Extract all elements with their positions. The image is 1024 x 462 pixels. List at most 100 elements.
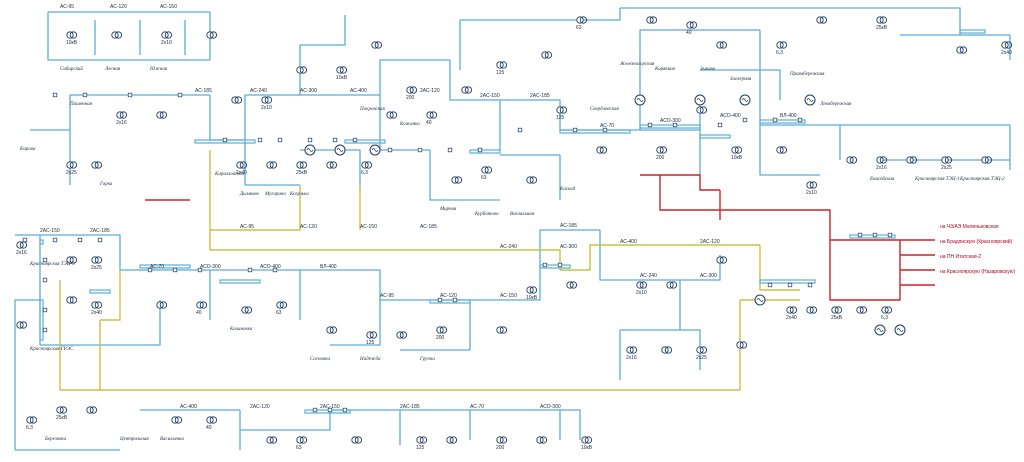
line-label-10-38: 2АС-185: [400, 404, 420, 410]
busbar-13: [344, 139, 386, 144]
transformer-29: [941, 156, 953, 164]
line-220kv-4: [560, 244, 760, 271]
lines-110kv-layer: [14, 7, 1011, 451]
rating-label-67: 10кВ: [526, 295, 538, 301]
transformer-53-winding-2: [94, 301, 103, 309]
substation-mirnaya: Мирная: [439, 207, 457, 212]
busbar-4: [759, 119, 806, 124]
breaker-23: [797, 117, 803, 123]
line-500kv-4: [659, 175, 831, 240]
lines-500kv-layer: [145, 174, 935, 301]
transformer-67-winding-2: [529, 286, 538, 294]
generator-3-wave: [371, 148, 379, 152]
transformer-54: [16, 321, 28, 329]
transformer-34: [816, 16, 828, 24]
transformer-51-winding-2: [94, 256, 103, 264]
transformer-78-winding-2: [859, 306, 868, 314]
breaker-41: [767, 282, 773, 288]
line-label-2-2: АС-120: [110, 4, 127, 10]
busbar-17: [959, 29, 986, 34]
generator-7-wave: [806, 98, 814, 102]
rating-label-75: 2х40: [786, 315, 797, 321]
line-label-9-9: 2АС-150: [480, 93, 500, 99]
busbar-16: [699, 134, 731, 139]
transformer-43: [406, 86, 418, 94]
generator-6-wave: [741, 98, 749, 102]
transformer-73: [696, 346, 708, 354]
rating-label-57: 6,3: [26, 425, 33, 431]
substation-levoberezh: Левобережная: [819, 102, 852, 107]
transformer-78: [856, 306, 868, 314]
line-110kv-24: [840, 124, 1011, 170]
breaker-27: [97, 237, 103, 243]
transformer-49: [16, 241, 28, 249]
substation-kozhanka: Кожанка: [399, 122, 420, 127]
breaker-24: [22, 237, 28, 243]
rating-label-21: 200: [656, 155, 665, 161]
transformer-1: [66, 31, 78, 39]
substation-dimbovo: Дымково: [239, 192, 260, 197]
transformer-16: [451, 176, 463, 184]
transformer-60-winding-2: [244, 306, 253, 314]
breaker-4: [177, 92, 183, 98]
line-label-9-23: 2АС-150: [40, 228, 60, 234]
busbar-12: [139, 264, 191, 269]
breaker-39: [542, 262, 548, 268]
rating-label-27: 2х16: [876, 165, 887, 171]
line-label-1-15: АС-95: [240, 224, 254, 230]
breaker-48: [327, 407, 333, 413]
line-500kv-1: [640, 174, 720, 191]
breaker-35: [247, 267, 253, 273]
transformer-66: [496, 326, 508, 334]
transformer-86-winding-2: [449, 436, 458, 444]
breaker-15: [517, 127, 523, 133]
transformer-61-winding-2: [279, 301, 288, 309]
busbar-3: [639, 124, 701, 129]
line-label-5-33: АС-240: [640, 273, 657, 279]
substation-krasnoyarskaya-tec1: Красноярская ТЭЦ-1: [914, 177, 960, 182]
transformer-83: [296, 436, 308, 444]
transformer-35: [776, 41, 788, 49]
transformer-26: [846, 156, 858, 164]
line-label-12-26: АСО-300: [200, 264, 221, 270]
busbar-8: [849, 234, 896, 239]
transformer-68: [566, 281, 578, 289]
transformer-11-winding-2: [299, 161, 308, 169]
transformer-75-winding-2: [789, 306, 798, 314]
substation-zaozernaya: Заозерная: [730, 77, 752, 82]
transformer-6-winding-2: [159, 111, 168, 119]
transformer-55: [56, 406, 68, 414]
rating-label-73: 2х25: [696, 355, 707, 361]
breaker-13: [447, 147, 453, 153]
substation-vokzalnaya: Вокзальная: [510, 212, 535, 217]
rating-label-11: 25кВ: [296, 170, 308, 176]
rating-label-81: 40: [206, 425, 212, 431]
breaker-14: [477, 147, 483, 153]
transformer-14-winding-2: [389, 111, 398, 119]
transformer-86: [446, 436, 458, 444]
transformer-90: [716, 256, 728, 264]
rating-label-3: 2х10: [161, 40, 172, 46]
line-label-7-21: АС-400: [620, 239, 637, 245]
label-to-krasnoyarsk: на Красноярскую (Назаровскую): [940, 269, 1016, 275]
transformer-21: [656, 146, 668, 154]
transformer-37: [686, 21, 698, 29]
line-label-6-20: АС-300: [560, 244, 577, 250]
busbar-9: [429, 299, 471, 304]
transformer-20: [596, 146, 608, 154]
breaker-18: [647, 122, 653, 128]
substation-pravoberezh: Правобережная: [789, 72, 825, 77]
transformer-82: [266, 436, 278, 444]
line-label-4-32: АС-185: [560, 223, 577, 229]
transformer-19-winding-2: [559, 106, 568, 114]
line-110kv-7: [30, 94, 210, 131]
transformer-79: [881, 306, 893, 314]
transformer-32: [956, 46, 968, 54]
transformer-44: [371, 41, 383, 49]
transformer-31-winding-2: [1004, 41, 1013, 49]
line-label-11-39: АС-70: [470, 404, 484, 410]
transformer-5: [116, 111, 128, 119]
transformer-57: [26, 416, 38, 424]
breaker-10: [352, 137, 358, 143]
line-500kv-3: [829, 239, 901, 301]
